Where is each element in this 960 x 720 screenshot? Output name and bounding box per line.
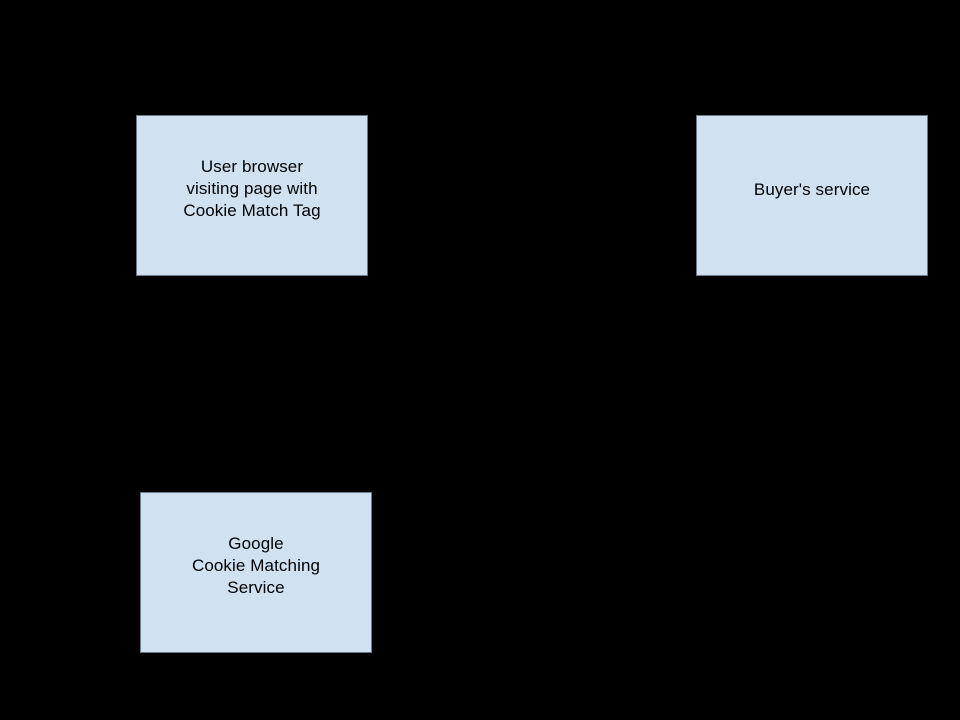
node-user-browser[interactable]: User browser visiting page with Cookie M… (136, 115, 368, 276)
node-user-browser-label: User browser visiting page with Cookie M… (183, 156, 321, 220)
node-google-cookie-matching-service[interactable]: Google Cookie Matching Service (140, 492, 372, 653)
node-google-cookie-matching-service-label: Google Cookie Matching Service (191, 533, 321, 597)
node-buyers-service[interactable]: Buyer's service (696, 115, 928, 276)
node-buyers-service-label: Buyer's service (753, 179, 871, 199)
